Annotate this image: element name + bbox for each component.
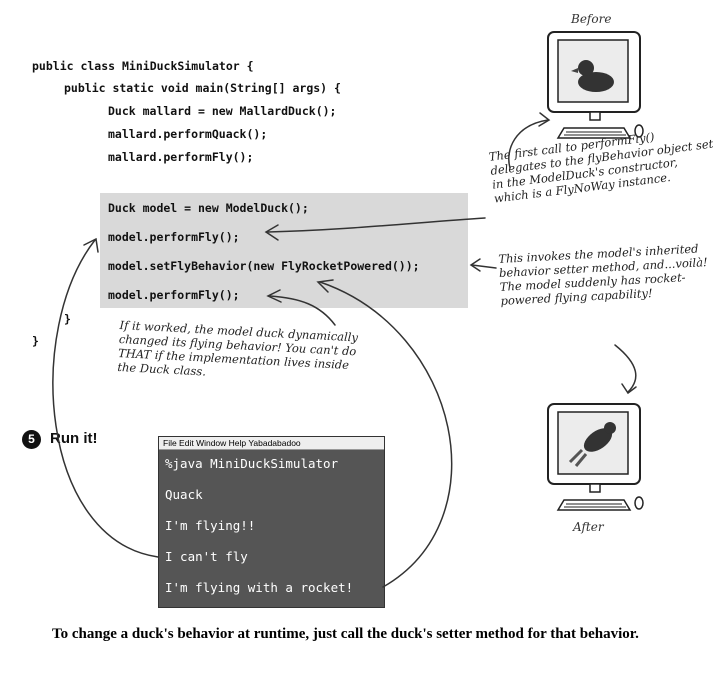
code-line-model-fly-1: model.performFly(); — [108, 230, 240, 244]
terminal-line-output-3: I can't fly — [165, 549, 248, 564]
code-line-model-new: Duck model = new ModelDuck(); — [108, 201, 309, 215]
code-line-mallard-fly: mallard.performFly(); — [108, 150, 254, 164]
terminal-line-output-1: Quack — [165, 487, 203, 502]
code-close-brace-main: } — [64, 312, 71, 326]
terminal-window: File Edit Window Help Yabadabadoo %java … — [158, 436, 385, 608]
arrow-to-before-computer — [508, 119, 549, 169]
terminal-line-output-2: I'm flying!! — [165, 518, 256, 533]
arrow-terminal-to-first-performfly — [52, 239, 159, 558]
after-label: After — [573, 520, 604, 534]
highlight-box — [100, 193, 468, 308]
code-line-class-decl: public class MiniDuckSimulator { — [32, 59, 254, 73]
arrow-to-first-performfly — [267, 217, 486, 233]
code-line-main-decl: public static void main(String[] args) { — [64, 81, 341, 95]
computer-after-icon — [547, 403, 644, 511]
arrow-terminal-to-second-performfly — [319, 281, 453, 588]
terminal-line-output-4: I'm flying with a rocket! — [165, 580, 354, 595]
code-line-model-fly-2: model.performFly(); — [108, 288, 240, 302]
caption-text: To change a duck's behavior at runtime, … — [52, 626, 639, 642]
terminal-line-command: %java MiniDuckSimulator — [165, 456, 339, 471]
arrow-to-setter — [471, 264, 497, 269]
code-line-mallard-new: Duck mallard = new MallardDuck(); — [108, 104, 337, 118]
terminal-menu-bar: File Edit Window Help Yabadabadoo — [159, 437, 384, 450]
code-line-mallard-quack: mallard.performQuack(); — [108, 127, 268, 141]
computer-before-icon — [547, 31, 644, 139]
step-number-badge: 5 — [22, 430, 41, 449]
arrow-to-second-performfly — [269, 295, 336, 326]
code-close-brace-class: } — [32, 334, 39, 348]
before-label: Before — [571, 12, 612, 26]
arrow-to-after-computer — [614, 344, 637, 393]
code-line-set-fly-behavior: model.setFlyBehavior(new FlyRocketPowere… — [108, 259, 420, 273]
step-title: Run it! — [50, 430, 98, 447]
